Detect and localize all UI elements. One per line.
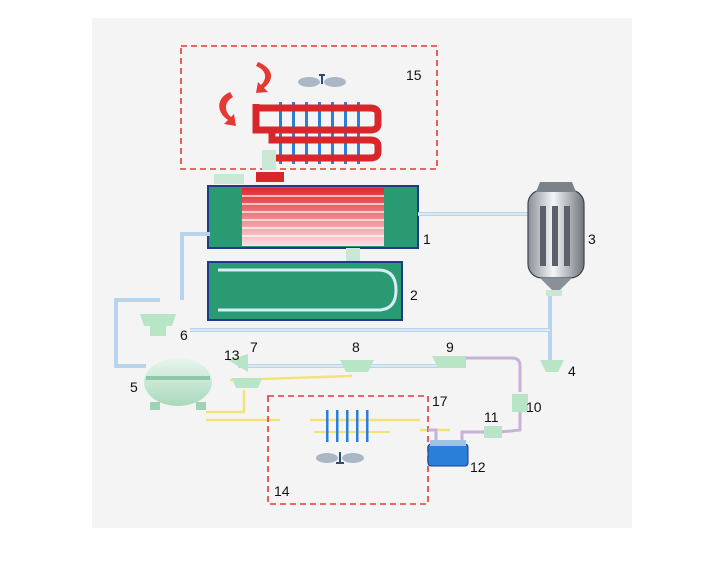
label-11: 11 — [484, 409, 499, 425]
label-1: 1 — [423, 231, 431, 247]
valve-7 — [228, 354, 248, 372]
hot-gas-valve — [256, 172, 284, 182]
label-2: 2 — [410, 287, 418, 303]
label-3: 3 — [588, 231, 596, 247]
auxiliary-coil — [314, 410, 390, 442]
evaporator — [207, 261, 403, 321]
hot-gas-riser — [262, 150, 276, 170]
label-17: 17 — [432, 393, 448, 409]
condenser-coil — [252, 102, 382, 164]
label-4: 4 — [568, 363, 576, 379]
valve-13 — [232, 378, 262, 388]
label-6: 6 — [180, 327, 188, 343]
compressor-icon — [144, 358, 212, 410]
air-inlet-stub — [214, 174, 244, 184]
heat-exchanger — [207, 185, 419, 249]
filter-9 — [432, 356, 466, 368]
strainer-11 — [484, 426, 502, 438]
hot-air-arrow-icon — [256, 62, 272, 93]
filter-6 — [140, 314, 176, 336]
label-13: 13 — [224, 347, 240, 363]
label-14: 14 — [274, 483, 290, 499]
label-12: 12 — [470, 459, 486, 475]
hot-air-arrow-icon — [219, 92, 236, 126]
dryer-icon — [427, 428, 469, 467]
exchanger-link — [346, 248, 360, 262]
drain-valve-4 — [540, 360, 564, 372]
separator-tank-icon — [527, 182, 585, 296]
label-7: 7 — [250, 339, 258, 355]
label-5: 5 — [130, 379, 138, 395]
label-9: 9 — [446, 339, 454, 355]
drain-lines — [460, 356, 522, 440]
valve-8 — [340, 360, 374, 372]
fan-icon — [298, 74, 346, 87]
solenoid-10 — [512, 394, 528, 412]
fan-icon — [316, 452, 364, 464]
label-15: 15 — [406, 67, 422, 83]
label-10: 10 — [526, 399, 542, 415]
label-8: 8 — [352, 339, 360, 355]
